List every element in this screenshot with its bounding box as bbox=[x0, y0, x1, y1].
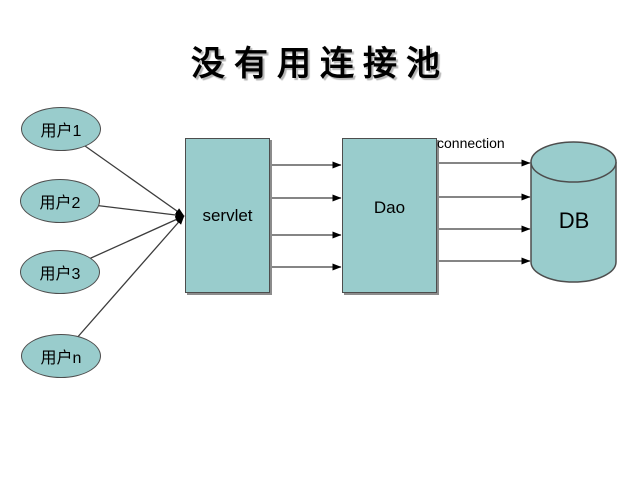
db-label: DB bbox=[558, 208, 590, 233]
db-cylinder bbox=[530, 141, 617, 283]
slide-title: 没有用连接池 bbox=[191, 44, 449, 84]
user-servlet-connectors bbox=[59, 128, 185, 357]
db-cylinder-top bbox=[530, 141, 617, 183]
dao-box: Dao bbox=[342, 138, 437, 293]
dao-db-arrows bbox=[437, 159, 531, 265]
user-label-n: 用户n bbox=[40, 350, 82, 367]
servlet-box: servlet bbox=[185, 138, 270, 293]
user-ellipse-3: 用户3 bbox=[20, 250, 100, 294]
user-label-3: 用户3 bbox=[39, 266, 81, 283]
servlet-label: servlet bbox=[202, 205, 253, 225]
db-cylinder-body bbox=[530, 162, 617, 283]
user-ellipse-n: 用户n bbox=[21, 334, 101, 378]
connection-label: connection bbox=[437, 135, 505, 151]
user-label-2: 用户2 bbox=[39, 195, 81, 212]
user-ellipse-1: 用户1 bbox=[21, 107, 101, 151]
user-ellipse-2: 用户2 bbox=[20, 179, 100, 223]
connector-usern-servlet bbox=[60, 215, 185, 357]
dao-label: Dao bbox=[373, 197, 406, 217]
servlet-dao-arrows bbox=[270, 161, 342, 271]
user-label-1: 用户1 bbox=[40, 123, 82, 140]
